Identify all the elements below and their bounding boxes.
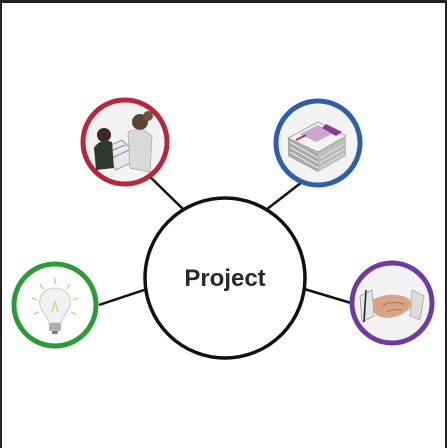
project-node: Project xyxy=(143,196,307,360)
deal-node xyxy=(349,260,435,346)
project-label: Project xyxy=(184,265,265,292)
money-stack-icon xyxy=(287,121,347,172)
lightbulb-icon xyxy=(31,278,79,334)
connector-line-money xyxy=(261,181,303,214)
connector-line-team xyxy=(144,171,184,210)
team-node xyxy=(80,97,170,187)
handshake-icon xyxy=(359,289,425,323)
team-meeting-icon xyxy=(94,111,153,173)
money-node xyxy=(273,98,363,188)
connector-line-deal xyxy=(300,286,352,305)
idea-node xyxy=(11,261,99,349)
connector-line-idea xyxy=(98,286,151,307)
